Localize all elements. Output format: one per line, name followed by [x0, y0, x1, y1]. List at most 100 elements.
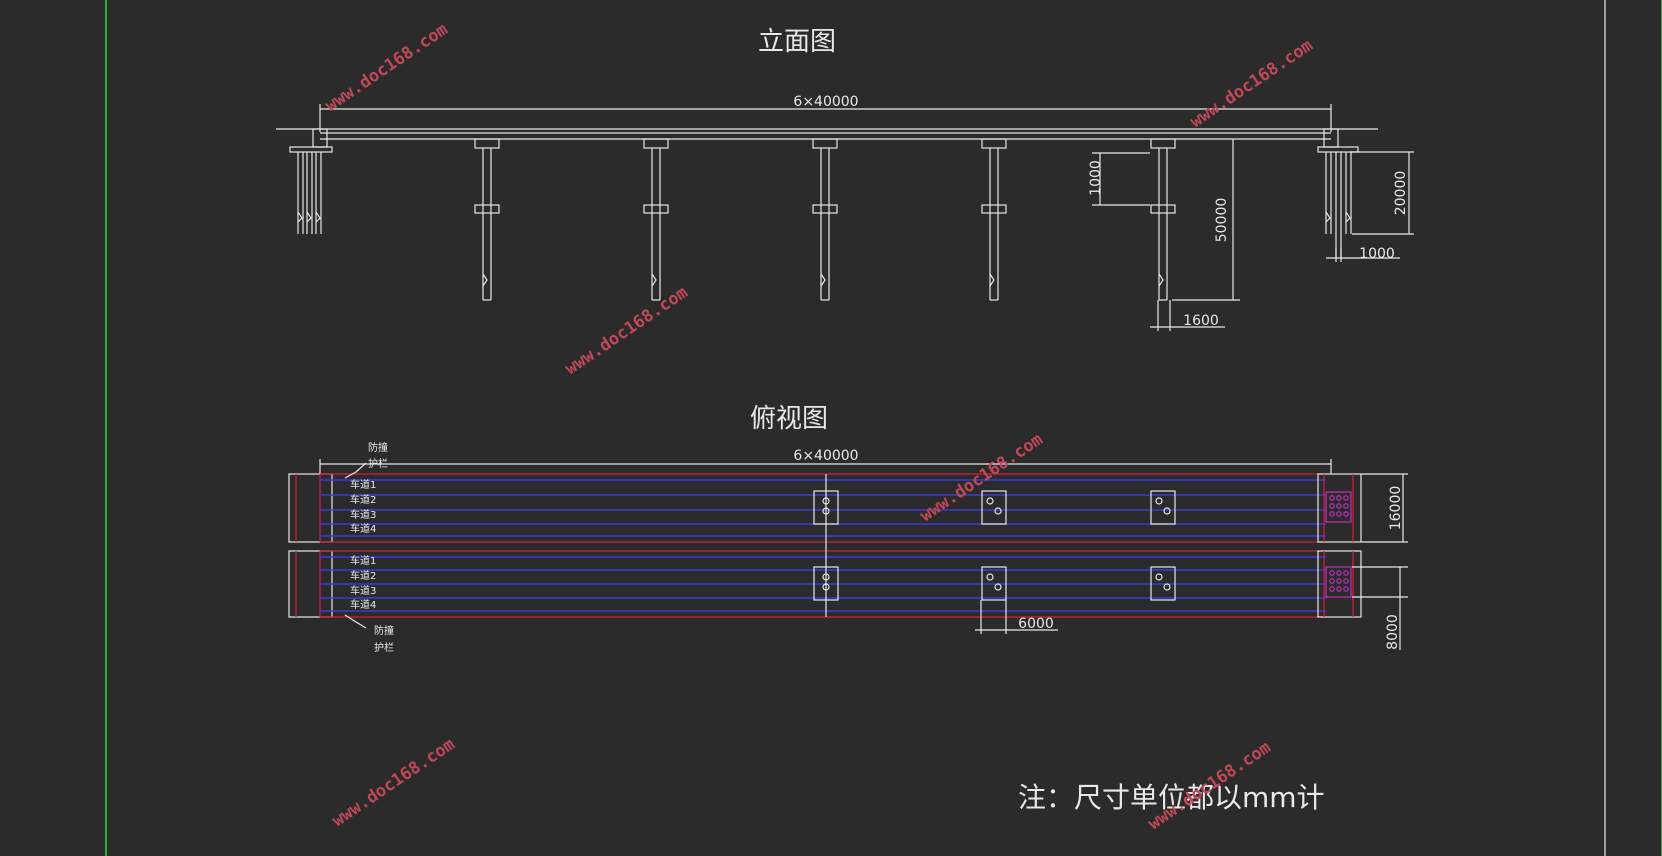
- pier-3: [812, 138, 838, 301]
- abutment-pile: [1329, 495, 1335, 501]
- abutment-pile: [1329, 511, 1335, 517]
- pier-4: [981, 138, 1007, 301]
- abutment-pile: [1343, 586, 1349, 592]
- plan-labels: 防撞 护栏 车道1 车道2 车道3 车道4 车道1 车道2 车道3 车道4 防撞…: [344, 441, 394, 654]
- abutment-pile: [1329, 503, 1335, 509]
- plan-pier-cap-2-2: [981, 566, 1007, 601]
- units-note: 注：尺寸单位都以mm计: [1018, 781, 1325, 814]
- pile-circle: [1163, 507, 1171, 515]
- pile-circle: [994, 507, 1002, 515]
- abutment-pile-group-1: [1329, 495, 1349, 517]
- lane-bottom-4: 车道4: [350, 598, 376, 611]
- pier-cap-outline: [813, 490, 839, 525]
- abutment-pile: [1336, 503, 1342, 509]
- abutment-pile: [1329, 578, 1335, 584]
- dim-1000-horizontal: 1000: [1359, 246, 1395, 262]
- pier-break-mark: [482, 273, 488, 287]
- pier-cap-outline: [981, 490, 1007, 525]
- pier-break-mark: [989, 273, 995, 287]
- dim-8000: 8000: [1385, 614, 1401, 650]
- pier-2: [643, 138, 669, 301]
- abutment-pile: [1329, 586, 1335, 592]
- pier-tie-beam: [643, 204, 669, 214]
- lane-bottom-1: 车道1: [350, 554, 376, 567]
- plan-pier-caps: [813, 490, 1176, 601]
- abutment-pile: [1336, 495, 1342, 501]
- pier-break-mark: [820, 273, 826, 287]
- pier-tie-beam: [1150, 204, 1176, 214]
- plan-pier-cap-1-2: [813, 566, 839, 601]
- right-abutment: [1317, 128, 1359, 258]
- abutment-pile: [1329, 570, 1335, 576]
- pile-circle: [822, 583, 830, 591]
- abutment-pile: [1343, 570, 1349, 576]
- pier-break-mark: [1158, 273, 1164, 287]
- abutment-pile: [1343, 495, 1349, 501]
- watermark-2: www.doc168.com: [1187, 35, 1317, 132]
- plan-abutment-piles: [1329, 495, 1349, 592]
- pier-cap: [1150, 138, 1176, 149]
- pier-cap: [643, 138, 669, 149]
- abutment-pile: [1336, 578, 1342, 584]
- dim-50000: 50000: [1214, 198, 1230, 243]
- pier-break-mark: [651, 273, 657, 287]
- plan-pier-cap-1-1: [813, 490, 839, 525]
- dim-1600: 1600: [1183, 313, 1219, 329]
- pier-tie-beam: [981, 204, 1007, 214]
- pile-circle: [1163, 583, 1171, 591]
- lane-top-2: 车道2: [350, 493, 376, 506]
- pier-5: [1150, 138, 1176, 301]
- abutment-pile: [1336, 511, 1342, 517]
- elevation-span-label: 6×40000: [793, 94, 858, 110]
- abutment-pile: [1343, 578, 1349, 584]
- watermark-5: www.doc168.com: [329, 734, 459, 831]
- pile-circle: [1155, 497, 1163, 505]
- watermark-3: www.doc168.com: [562, 282, 692, 379]
- plan-dimensions: 6000 16000 8000: [975, 473, 1408, 650]
- pier-cap: [474, 138, 500, 149]
- barrier-label-bottom-2: 护栏: [374, 641, 394, 654]
- dim-6000: 6000: [1018, 616, 1054, 632]
- pier-cap: [981, 138, 1007, 149]
- pier-tie-beam: [812, 204, 838, 214]
- lane-top-3: 车道3: [350, 508, 376, 521]
- plan-pier-cap-2-1: [981, 490, 1007, 525]
- elevation-span-dimension: 6×40000: [319, 94, 1332, 132]
- abutment-pile: [1343, 511, 1349, 517]
- plan-pier-cap-3-2: [1150, 566, 1176, 601]
- watermark-1: www.doc168.com: [322, 19, 452, 116]
- lane-bottom-2: 车道2: [350, 569, 376, 582]
- abutment-pile: [1336, 586, 1342, 592]
- pile-circle: [1155, 573, 1163, 581]
- dim-1000-vertical: 1000: [1088, 160, 1104, 196]
- abutment-pile: [1336, 570, 1342, 576]
- dim-20000: 20000: [1393, 171, 1409, 216]
- pier-cap-outline: [981, 566, 1007, 601]
- elevation-dimensions: 1000 50000 20000 1000 1600: [1088, 139, 1414, 331]
- bridge-deck: [276, 128, 1378, 140]
- barrier-label-top-2: 护栏: [368, 457, 388, 470]
- piers: [474, 138, 1176, 301]
- pile-circle: [986, 573, 994, 581]
- abutment-pile: [1343, 503, 1349, 509]
- dim-16000: 16000: [1388, 486, 1404, 531]
- elevation-title: 立面图: [758, 27, 836, 57]
- pile-circle: [822, 497, 830, 505]
- pier-cap: [812, 138, 838, 149]
- plan-span-dimension: 6×40000: [319, 448, 1332, 474]
- pier-cap-outline: [1150, 566, 1176, 601]
- plan-lower-deck: [288, 550, 1362, 618]
- pile-circle: [822, 573, 830, 581]
- plan-pier-cap-3-1: [1150, 490, 1176, 525]
- pile-circle: [822, 507, 830, 515]
- lane-top-1: 车道1: [350, 478, 376, 491]
- pier-1: [474, 138, 500, 301]
- pier-tie-beam: [474, 204, 500, 214]
- pier-cap-outline: [1150, 490, 1176, 525]
- plan-span-label: 6×40000: [793, 448, 858, 464]
- lane-top-4: 车道4: [350, 522, 376, 535]
- barrier-label-top-1: 防撞: [368, 441, 388, 454]
- lane-bottom-3: 车道3: [350, 584, 376, 597]
- plan-title: 俯视图: [750, 404, 828, 434]
